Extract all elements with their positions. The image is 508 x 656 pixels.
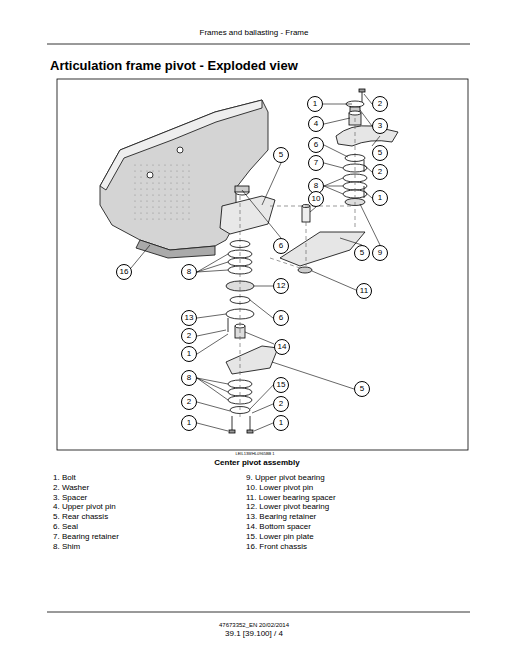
callout-number: 8 — [181, 370, 197, 386]
callout-number: 6 — [308, 137, 324, 153]
callout-number: 6 — [273, 238, 289, 254]
parts-list-item: 8. Shim — [53, 543, 80, 551]
callout-number: 2 — [372, 164, 388, 180]
page-footer: 39.1 [39.100] / 4 — [225, 630, 283, 638]
parts-list-item: 4. Upper pivot pin — [53, 503, 116, 511]
callout-number: 5 — [372, 145, 388, 161]
callout-number: 1 — [372, 190, 388, 206]
callout-number: 13 — [181, 310, 197, 326]
callout-number: 2 — [181, 328, 197, 344]
callout-number: 1 — [181, 346, 197, 362]
parts-list-item: 10. Lower pivot pin — [246, 484, 313, 492]
figure-caption: Center pivot assembly — [214, 459, 299, 467]
callout-number: 1 — [181, 415, 197, 431]
parts-list-item: 3. Spacer — [53, 494, 87, 502]
page-footer: 47673352_EN 20/02/2014 — [219, 622, 289, 628]
parts-list-item: 1. Bolt — [53, 474, 76, 482]
parts-list-item: 11. Lower bearing spacer — [246, 494, 336, 502]
callout-number: 6 — [273, 310, 289, 326]
callout-number: 16 — [116, 264, 132, 280]
parts-list-item: 7. Bearing retainer — [53, 533, 119, 541]
parts-list-item: 15. Lower pin plate — [246, 533, 314, 541]
callout-number: 2 — [273, 396, 289, 412]
callout-number: 15 — [273, 377, 289, 393]
callout-number: 5 — [354, 381, 370, 397]
callout-number: 4 — [308, 116, 324, 132]
callout-number: 2 — [181, 394, 197, 410]
callout-number: 11 — [356, 283, 372, 299]
page-title: Articulation frame pivot - Exploded view — [50, 59, 298, 72]
callout-number: 10 — [308, 191, 324, 207]
callout-number: 1 — [273, 415, 289, 431]
callout-number: 3 — [372, 118, 388, 134]
callout-number: 2 — [372, 96, 388, 112]
parts-list-item: 12. Lower pivot bearing — [246, 503, 329, 511]
callout-number: 1 — [307, 96, 323, 112]
callout-number: 5 — [273, 147, 289, 163]
parts-list-item: 2. Washer — [53, 484, 89, 492]
parts-list-item: 5. Rear chassis — [53, 513, 108, 521]
callout-number: 9 — [372, 245, 388, 261]
callout-number: 14 — [274, 339, 290, 355]
callout-number: 7 — [308, 155, 324, 171]
callout-number: 8 — [181, 264, 197, 280]
parts-list-item: 13. Bearing retainer — [246, 513, 316, 521]
running-header: Frames and ballasting - Frame — [200, 29, 309, 37]
parts-list-item: 6. Seal — [53, 523, 78, 531]
callout-number: 5 — [354, 245, 370, 261]
parts-list-item: 14. Bottom spacer — [246, 523, 311, 531]
parts-list-item: 16. Front chassis — [246, 543, 307, 551]
callout-number: 12 — [273, 278, 289, 294]
figure-code: LEIL13WHL0965BB 1 — [235, 452, 274, 456]
parts-list-item: 9. Upper pivot bearing — [246, 474, 325, 482]
